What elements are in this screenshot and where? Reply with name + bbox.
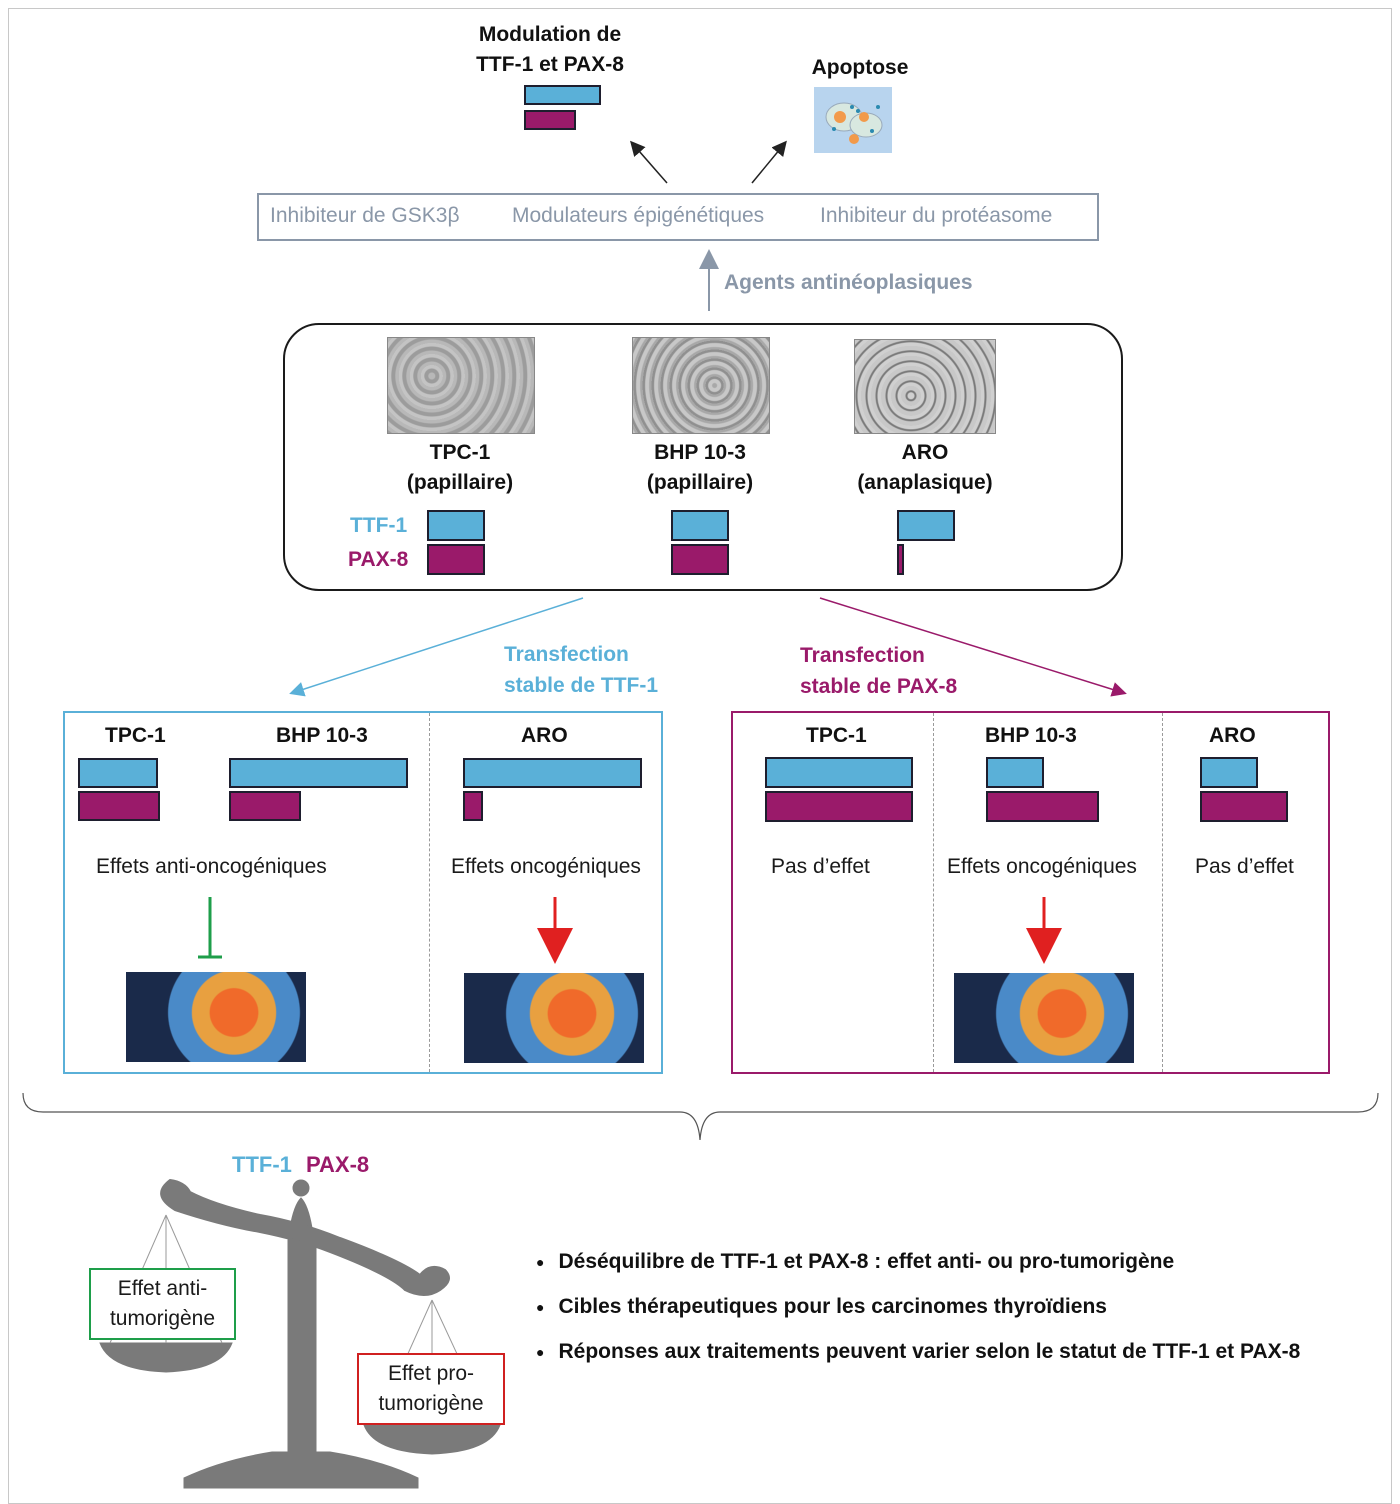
bhp-ttf1-bar — [671, 510, 729, 541]
pro-tumor-line2: tumorigène — [378, 1392, 484, 1415]
agents-box — [257, 193, 1099, 241]
tumor-image — [954, 973, 1134, 1063]
arrow-pax8-transfection — [819, 597, 1127, 697]
ttf1-panel-divider — [429, 713, 430, 1072]
pax8-panel-line: TPC-1 — [806, 724, 867, 747]
aro-ttf1-bar — [897, 510, 955, 541]
ttf1-panel-line: ARO — [521, 724, 568, 747]
bullet-text: Cibles thérapeutiques pour les carcinome… — [558, 1295, 1107, 1318]
ttf1-bhp-pax8-bar — [229, 791, 301, 821]
pax8-tpc1-pax8-bar — [765, 791, 913, 822]
arrow-to-modulation — [630, 140, 668, 184]
pax8-panel-divider — [933, 713, 934, 1072]
ttf1-transfection-line2: stable de TTF-1 — [504, 674, 659, 697]
tumor-image — [126, 972, 306, 1062]
pax8-panel-divider — [1162, 713, 1163, 1072]
balance-pax8-label: PAX-8 — [306, 1152, 370, 1177]
cell-line-name: ARO — [901, 441, 949, 464]
legend-pax8: PAX-8 — [348, 548, 409, 571]
cell-lines-box — [283, 323, 1123, 591]
aro-pax8-bar — [897, 544, 904, 575]
tumor-image — [464, 973, 644, 1063]
ttf1-tpc1-ttf1-bar — [78, 758, 158, 788]
modulation-title-line1: Modulation de — [478, 23, 622, 46]
apoptose-title: Apoptose — [811, 56, 909, 79]
ttf1-effect-onco: Effets oncogéniques — [451, 855, 641, 878]
agents-label: Agents antinéoplasiques — [724, 271, 973, 294]
cell-line-type: (papillaire) — [646, 471, 754, 494]
pax8-bhp-ttf1-bar — [986, 757, 1044, 788]
pax8-aro-ttf1-bar — [1200, 757, 1258, 788]
aro-micrograph — [854, 339, 996, 434]
legend-ttf1: TTF-1 — [350, 514, 408, 537]
pax8-transfection-line1: Transfection — [800, 644, 925, 667]
bullet-item: ●Cibles thérapeutiques pour les carcinom… — [536, 1295, 1107, 1318]
ttf1-transfection-line1: Transfection — [504, 643, 629, 666]
modulation-title-line2: TTF-1 et PAX-8 — [476, 53, 624, 76]
pax8-transfection-line2: stable de PAX-8 — [800, 675, 958, 698]
arrow-ttf1-transfection — [289, 597, 584, 697]
balance-ttf1-label: TTF-1 — [232, 1152, 292, 1177]
pax8-effect-bhp: Effets oncogéniques — [947, 855, 1137, 878]
anti-tumor-line2: tumorigène — [109, 1307, 216, 1330]
apoptose-image — [814, 87, 892, 153]
agent-proteasome: Inhibiteur du protéasome — [820, 204, 1053, 227]
tpc1-pax8-bar — [427, 544, 485, 575]
cell-line-type: (anaplasique) — [857, 471, 993, 494]
cell-line-name: TPC-1 — [429, 441, 491, 464]
ttf1-panel-line: TPC-1 — [105, 724, 166, 747]
arrow-to-apoptose — [751, 140, 787, 184]
cell-line-type: (papillaire) — [406, 471, 514, 494]
curly-brace — [22, 1092, 1379, 1141]
cell-line-name: BHP 10-3 — [654, 441, 746, 464]
bullet-item: ●Déséquilibre de TTF-1 et PAX-8 : effet … — [536, 1250, 1175, 1273]
pax8-panel-line: BHP 10-3 — [985, 724, 1077, 747]
modulation-pax8-bar — [524, 110, 576, 130]
pax8-panel-line: ARO — [1209, 724, 1256, 747]
bullet-text: Déséquilibre de TTF-1 et PAX-8 : effet a… — [558, 1250, 1175, 1273]
ttf1-panel-line: BHP 10-3 — [276, 724, 368, 747]
tpc1-micrograph — [387, 337, 535, 434]
bhp-micrograph — [632, 337, 770, 434]
ttf1-aro-pax8-bar — [463, 791, 483, 821]
bhp-pax8-bar — [671, 544, 729, 575]
agent-gsk3b: Inhibiteur de GSK3β — [270, 204, 460, 227]
agent-epigenetic: Modulateurs épigénétiques — [512, 204, 765, 227]
modulation-ttf1-bar — [524, 85, 601, 105]
tpc1-ttf1-bar — [427, 510, 485, 541]
ttf1-bhp-ttf1-bar — [229, 758, 408, 788]
pax8-effect-tpc1: Pas d’effet — [771, 855, 870, 878]
pro-tumor-line1: Effet pro- — [388, 1362, 474, 1385]
bullet-text: Réponses aux traitements peuvent varier … — [558, 1340, 1301, 1363]
pax8-aro-pax8-bar — [1200, 791, 1288, 822]
pax8-panel — [731, 711, 1330, 1074]
pax8-bhp-pax8-bar — [986, 791, 1099, 822]
pax8-effect-aro: Pas d’effet — [1195, 855, 1294, 878]
ttf1-effect-anti: Effets anti-oncogéniques — [96, 855, 327, 878]
anti-tumor-box: Effet anti- tumorigène — [89, 1268, 236, 1340]
pax8-tpc1-ttf1-bar — [765, 757, 913, 788]
pro-tumor-box: Effet pro- tumorigène — [357, 1353, 505, 1425]
ttf1-aro-ttf1-bar — [463, 758, 642, 788]
anti-tumor-line1: Effet anti- — [117, 1277, 208, 1300]
ttf1-tpc1-pax8-bar — [78, 791, 160, 821]
ttf1-panel — [63, 711, 663, 1074]
bullet-item: ●Réponses aux traitements peuvent varier… — [536, 1340, 1301, 1363]
